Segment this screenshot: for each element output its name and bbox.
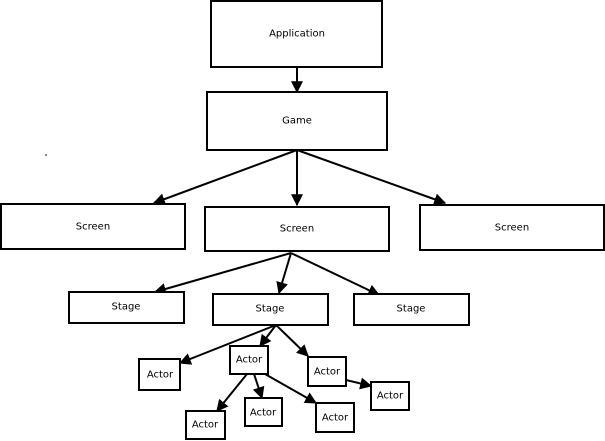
connector-layer — [152, 67, 447, 412]
node-game-label: Game — [282, 116, 312, 127]
node-screen-right-label: Screen — [495, 223, 529, 234]
node-actor-left: Actor — [138, 358, 181, 391]
node-stage-center: Stage — [212, 293, 329, 326]
node-stage-left-label: Stage — [112, 302, 141, 313]
edge-stage-actor-parent — [259, 324, 277, 347]
edge-stage-actor-right — [275, 324, 309, 357]
node-screen-center-label: Screen — [280, 224, 314, 235]
node-actor-right-label: Actor — [314, 367, 341, 378]
node-actor-right: Actor — [307, 356, 347, 387]
edge-stage-actor-left — [178, 324, 277, 365]
edge-actor-bottom-2 — [252, 373, 265, 400]
node-actor-bottom-1: Actor — [185, 410, 226, 440]
node-stage-right-label: Stage — [397, 304, 426, 315]
node-actor-bottom-2-label: Actor — [250, 408, 277, 419]
edge-actor-bottom-1 — [216, 373, 248, 412]
node-actor-parent-label: Actor — [236, 355, 263, 366]
node-actor-parent: Actor — [229, 345, 269, 375]
node-actor-right-child: Actor — [370, 381, 410, 411]
edge-screen-stage-right — [290, 252, 381, 296]
node-stage-left: Stage — [68, 291, 185, 324]
node-application: Application — [210, 0, 383, 68]
node-screen-left: Screen — [0, 203, 186, 250]
node-actor-right-child-label: Actor — [377, 391, 404, 402]
edge-actor-right-child — [345, 377, 373, 390]
edge-game-screen-left — [152, 149, 298, 205]
node-screen-left-label: Screen — [76, 222, 110, 233]
node-stage-right: Stage — [353, 293, 470, 326]
edge-screen-stage-left — [153, 252, 292, 295]
stray-dot — [45, 154, 47, 156]
node-screen-right: Screen — [419, 204, 605, 251]
node-application-label: Application — [269, 29, 325, 40]
node-actor-bottom-2: Actor — [244, 397, 283, 427]
node-actor-bottom-3-label: Actor — [322, 413, 349, 424]
node-game: Game — [206, 91, 388, 151]
node-screen-center: Screen — [204, 206, 390, 252]
edge-screen-stage-center — [276, 252, 292, 295]
edge-actor-bottom-3 — [264, 373, 318, 404]
node-actor-left-label: Actor — [147, 370, 174, 381]
node-actor-bottom-3: Actor — [315, 402, 355, 433]
edge-game-screen-right — [296, 149, 447, 206]
node-actor-bottom-1-label: Actor — [192, 420, 219, 431]
node-stage-center-label: Stage — [256, 304, 285, 315]
